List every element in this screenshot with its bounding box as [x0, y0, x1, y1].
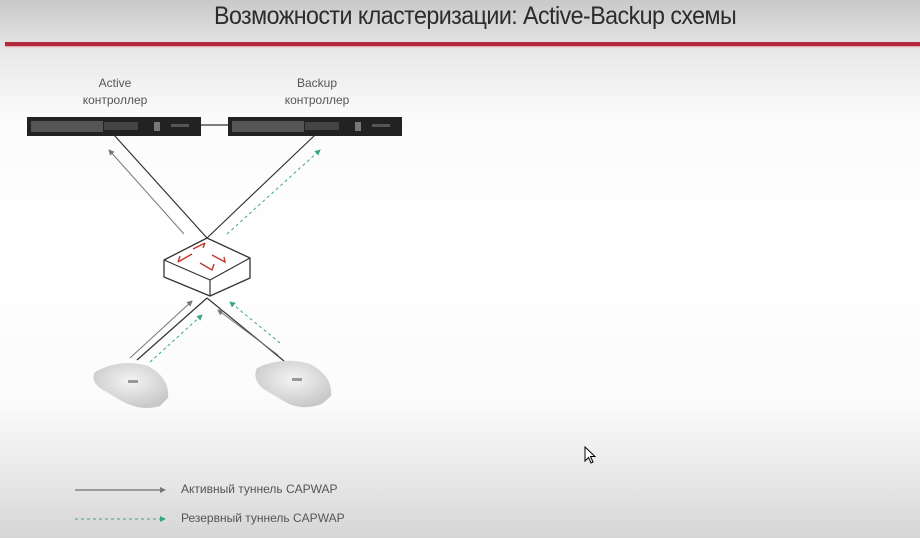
wire-active: [113, 134, 208, 239]
legend-active-label: Активный туннель CAPWAP: [181, 482, 338, 496]
active-controller-label: Active контроллер: [75, 75, 155, 109]
wire-ap2: [206, 297, 285, 362]
backup-label-line1: Backup: [296, 76, 338, 90]
legend-backup-label: Резервный туннель CAPWAP: [181, 511, 345, 525]
backup-tunnel-arrow: [226, 149, 321, 235]
access-point-1: [93, 363, 169, 408]
active-label-line1: Active: [98, 76, 132, 90]
ap1-backup-arrow: [149, 314, 203, 363]
wire-ap1: [136, 297, 208, 361]
slide-title: Возможности кластеризации: Active-Backup…: [214, 2, 737, 30]
ap2-backup-arrow: [229, 301, 281, 344]
mouse-cursor-icon: [584, 446, 597, 464]
title-underline: [5, 42, 920, 46]
wire-backup: [206, 134, 316, 239]
access-point-2: [255, 360, 332, 408]
active-tunnel-arrow: [108, 149, 185, 235]
backup-controller-label: Backup контроллер: [277, 75, 357, 109]
ap1-active-arrow: [129, 300, 193, 359]
switch-icon: [163, 237, 251, 297]
active-label-line2: контроллер: [82, 93, 148, 107]
active-controller: [27, 117, 201, 136]
backup-controller: [228, 117, 402, 136]
ap2-active-arrow: [217, 309, 279, 356]
backup-label-line2: контроллер: [284, 93, 350, 107]
